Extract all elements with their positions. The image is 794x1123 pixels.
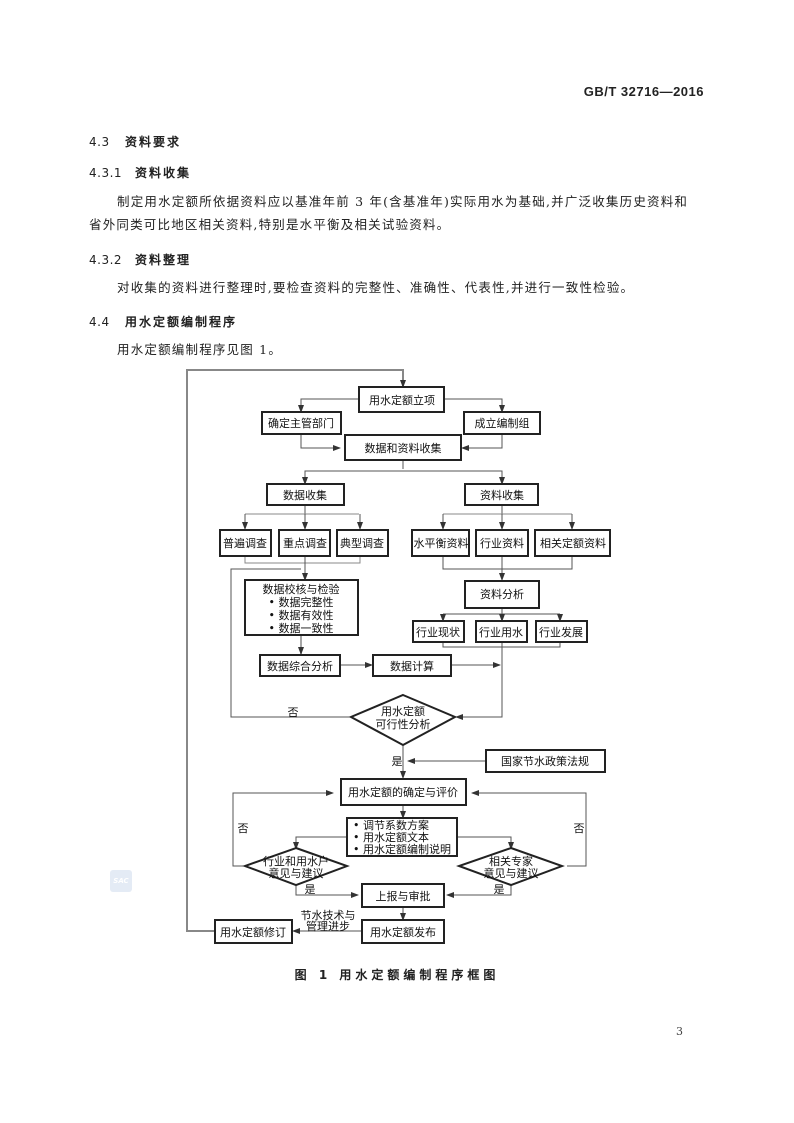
section-number: 4.3 <box>89 135 110 149</box>
label-approve: 上报与审批 <box>376 889 431 903</box>
label-tech-progress: 管理进步 <box>306 919 350 933</box>
label-verify-item: • 数据一致性 <box>269 621 334 635</box>
label-team: 成立编制组 <box>475 416 530 430</box>
node-industry-info <box>475 529 529 557</box>
label-output-item: • 用水定额文本 <box>353 830 429 844</box>
node-data-synthesis <box>259 654 341 677</box>
section-title: 用水定额编制程序 <box>125 315 238 329</box>
section-4-4-heading: 4.4 用水定额编制程序 <box>89 313 237 330</box>
label-yes: 是 <box>305 883 316 896</box>
sac-watermark-logo: SAC <box>110 870 132 892</box>
node-related-quota <box>534 529 611 557</box>
node-feasibility <box>348 693 458 747</box>
node-industry-status <box>412 620 465 643</box>
label-output-item: • 用水定额编制说明 <box>353 842 451 856</box>
section-4-3-2-heading: 4.3.2 资料整理 <box>89 251 191 268</box>
node-info-collect <box>464 483 539 506</box>
label-survey-general: 普遍调查 <box>223 536 267 550</box>
node-collect <box>344 434 462 461</box>
node-info-analysis <box>464 580 540 609</box>
node-policy <box>485 749 606 773</box>
figure-caption: 图 1 用水定额编制程序框图 <box>294 968 500 982</box>
node-data-calc <box>372 654 452 677</box>
paragraph-line: 制定用水定额所依据资料应以基准年前 3 年(含基准年)实际用水为基础,并广泛收集… <box>117 194 689 209</box>
paragraph-text: 用水定额编制程序见图 1。 <box>117 342 283 357</box>
label-collect: 数据和资料收集 <box>365 441 442 455</box>
section-title: 资料整理 <box>135 253 192 267</box>
node-dept <box>261 411 342 435</box>
label-industry-info: 行业资料 <box>480 536 524 550</box>
section-title: 资料收集 <box>135 166 192 180</box>
label-related-quota: 相关定额资料 <box>540 536 606 550</box>
node-outputs <box>346 817 458 857</box>
page-number: 3 <box>676 1025 683 1038</box>
flowchart-boxes <box>214 386 611 944</box>
label-industry-opinion: 行业和用水户 <box>263 854 329 868</box>
node-project <box>358 386 445 413</box>
label-yes: 是 <box>494 883 505 896</box>
label-water-balance: 水平衡资料 <box>414 536 469 550</box>
section-number: 4.4 <box>89 315 110 329</box>
label-no: 否 <box>238 822 249 835</box>
label-publish: 用水定额发布 <box>370 925 436 939</box>
label-industry-opinion: 意见与建议 <box>269 866 324 880</box>
label-determine: 用水定额的确定与评价 <box>348 785 458 799</box>
label-info-analysis: 资料分析 <box>480 587 524 601</box>
section-4-3-1-body: 制定用水定额所依据资料应以基准年前 3 年(含基准年)实际用水为基础,并广泛收集… <box>89 190 705 236</box>
label-data-synthesis: 数据综合分析 <box>267 659 333 673</box>
flowchart-labels: 用水定额立项 确定主管部门 成立编制组 数据和资料收集 数据收集 资料收集 普遍… <box>220 393 606 939</box>
label-data-collect: 数据收集 <box>283 488 327 502</box>
paragraph-text: 对收集的资料进行整理时,要检查资料的完整性、准确性、代表性,并进行一致性检验。 <box>117 280 635 295</box>
section-4-3-2-body: 对收集的资料进行整理时,要检查资料的完整性、准确性、代表性,并进行一致性检验。 <box>89 276 705 299</box>
label-revise: 用水定额修订 <box>220 925 286 939</box>
node-industry-dev <box>535 620 588 643</box>
node-survey-key <box>278 529 331 557</box>
node-expert-opinion <box>456 846 565 887</box>
label-output-item: • 调节系数方案 <box>353 818 429 832</box>
label-expert-opinion: 相关专家 <box>489 854 533 868</box>
label-data-calc: 数据计算 <box>390 659 434 673</box>
label-feasibility: 用水定额 <box>381 704 425 718</box>
label-industry-dev: 行业发展 <box>539 625 583 639</box>
label-verify-title: 数据校核与检验 <box>263 582 340 596</box>
label-no: 否 <box>288 706 299 719</box>
node-survey-general <box>219 529 272 557</box>
label-dept: 确定主管部门 <box>268 416 334 430</box>
node-determine <box>340 778 467 806</box>
label-policy: 国家节水政策法规 <box>501 754 589 768</box>
node-publish <box>361 919 445 944</box>
node-industry-opinion <box>242 846 350 887</box>
label-no: 否 <box>574 822 585 835</box>
node-revise <box>214 919 293 944</box>
label-info-collect: 资料收集 <box>480 488 524 502</box>
node-approve <box>361 883 445 908</box>
label-industry-water: 行业用水 <box>479 626 523 639</box>
node-industry-water <box>475 620 528 643</box>
label-yes: 是 <box>392 755 403 768</box>
node-survey-typical <box>336 529 389 557</box>
paragraph-line: 省外同类可比地区相关资料,特别是水平衡及相关试验资料。 <box>89 217 451 232</box>
label-expert-opinion: 意见与建议 <box>484 866 539 880</box>
section-4-3-1-heading: 4.3.1 资料收集 <box>89 164 191 181</box>
label-survey-typical: 典型调查 <box>340 536 384 550</box>
section-4-4-body: 用水定额编制程序见图 1。 <box>89 338 705 361</box>
node-water-balance <box>411 529 470 557</box>
label-industry-status: 行业现状 <box>416 625 460 639</box>
label-project: 用水定额立项 <box>369 393 435 407</box>
node-verify <box>244 579 359 636</box>
label-verify-item: • 数据完整性 <box>269 595 334 609</box>
label-feasibility: 可行性分析 <box>376 717 431 731</box>
section-4-3-heading: 4.3 资料要求 <box>89 133 181 150</box>
section-number: 4.3.1 <box>89 166 123 180</box>
label-verify-item: • 数据有效性 <box>269 608 334 622</box>
node-team <box>463 411 541 435</box>
section-number: 4.3.2 <box>89 253 123 267</box>
label-tech-progress: 节水技术与 <box>301 909 356 922</box>
connector-lines <box>186 369 587 934</box>
label-survey-key: 重点调查 <box>283 536 327 550</box>
section-title: 资料要求 <box>125 135 182 149</box>
node-data-collect <box>266 483 345 506</box>
standard-code: GB/T 32716—2016 <box>583 84 704 99</box>
